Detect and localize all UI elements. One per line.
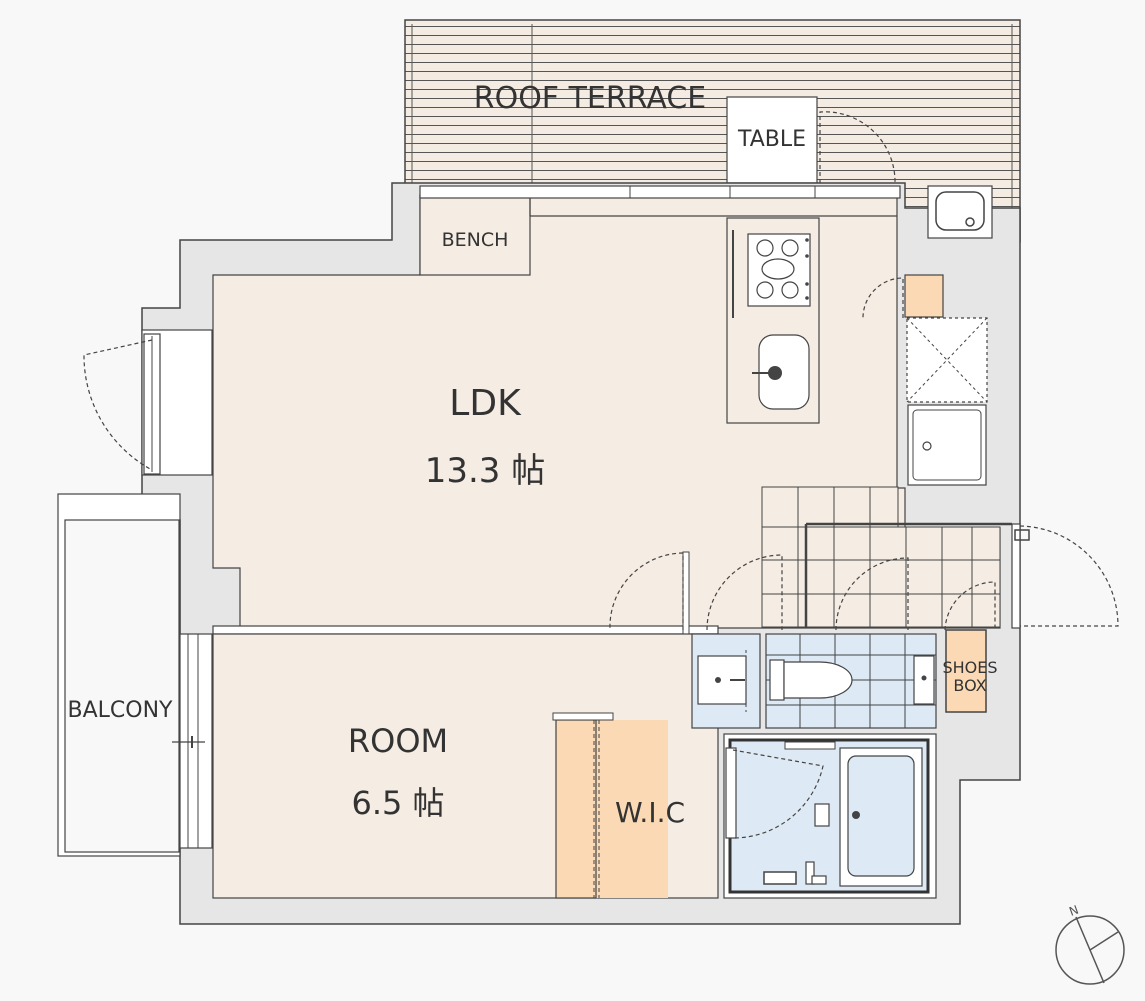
kitchen-appliances (862, 274, 988, 486)
washroom (691, 633, 761, 729)
bathtub-icon (839, 747, 923, 887)
room-label: ROOM (348, 722, 448, 760)
wic-area: W.I.C (552, 712, 685, 899)
terrace-sliding-door (419, 185, 901, 199)
kitchen-island (726, 217, 820, 424)
stove-icon (747, 233, 811, 307)
shoes-box: SHOES BOX (942, 629, 998, 713)
bench-label: BENCH (442, 229, 509, 251)
bench (419, 194, 531, 276)
balcony-label: BALCONY (68, 698, 174, 723)
shoes-box-label-2: BOX (953, 676, 986, 695)
ldk-window (83, 329, 213, 476)
compass-icon: N (1055, 903, 1125, 985)
vanity-sink-icon (697, 655, 747, 705)
toilet-room (765, 633, 937, 729)
wic-label: W.I.C (615, 796, 685, 829)
roof-terrace-label: ROOF TERRACE (474, 81, 707, 116)
ldk-size: 13.3 帖 (425, 451, 546, 491)
hand-sink-icon (913, 655, 935, 705)
entrance-door (1011, 523, 1021, 629)
shoes-box-label-1: SHOES (942, 658, 997, 677)
bathroom (723, 733, 937, 899)
balcony-window (179, 633, 213, 849)
toilet-icon (769, 659, 853, 701)
ldk-label: LDK (449, 383, 522, 424)
pantry-box (904, 274, 944, 318)
shower-faucet-icon (763, 861, 827, 885)
kitchen-sink-icon (752, 334, 810, 410)
compass-north-label: N (1067, 903, 1080, 919)
balcony: BALCONY (57, 493, 213, 857)
terrace-table (726, 96, 818, 184)
table-label: TABLE (737, 127, 806, 152)
entrance-hall (761, 486, 1119, 629)
room-size: 6.5 帖 (351, 784, 444, 822)
